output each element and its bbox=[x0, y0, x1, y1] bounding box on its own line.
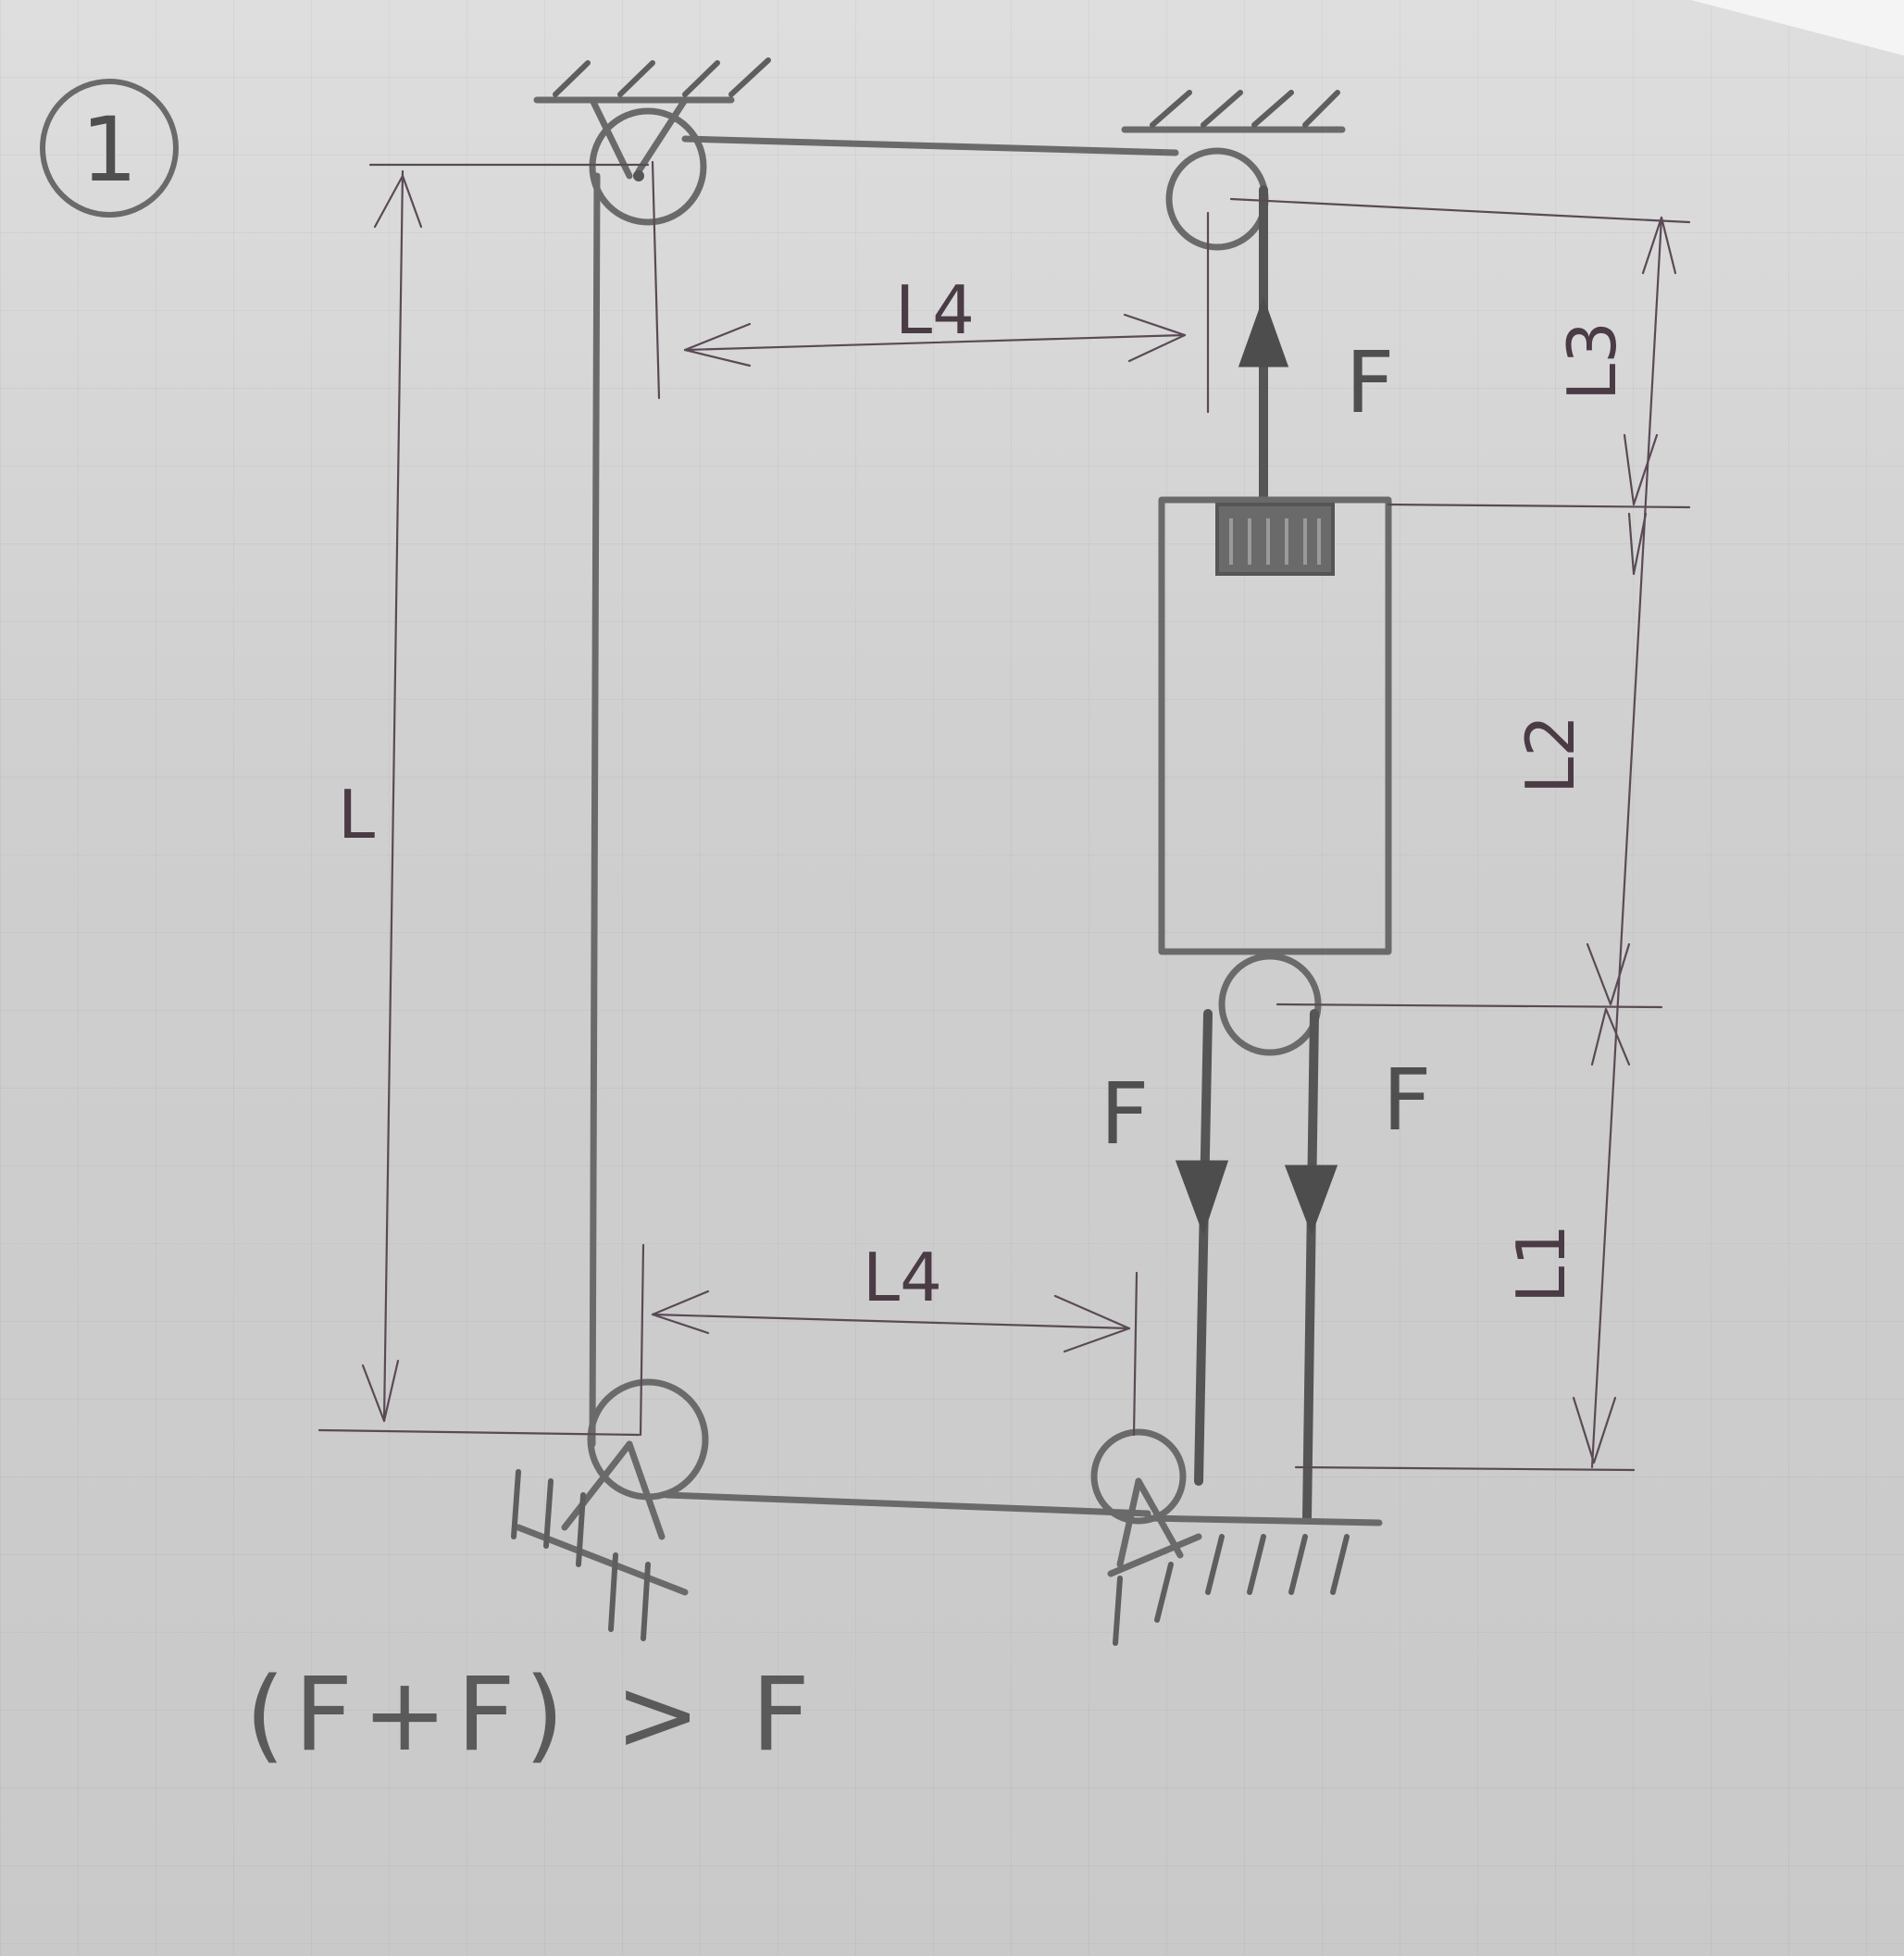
rope-down-right bbox=[1302, 1009, 1319, 1523]
top-left-pulley bbox=[589, 107, 707, 226]
top-left-pulley-hub bbox=[633, 170, 644, 181]
left-vertical-member bbox=[589, 172, 601, 1448]
top-link-bar bbox=[681, 135, 1179, 156]
label-force-down-left: F bbox=[1101, 1065, 1150, 1164]
label-l2: L2 bbox=[1512, 715, 1589, 794]
label-force-up: F bbox=[1346, 333, 1395, 432]
bottom-left-pulley bbox=[587, 1378, 709, 1501]
bottom-right-pulley bbox=[1090, 1428, 1187, 1525]
inequality-text: (F+F) > F bbox=[245, 1655, 819, 1774]
dimension-L4-bottom bbox=[639, 1243, 1139, 1437]
label-l4-top: L4 bbox=[895, 271, 975, 349]
force-arrow-up bbox=[1238, 296, 1289, 368]
label-l4-bottom: L4 bbox=[863, 1239, 942, 1316]
top-right-support bbox=[1121, 90, 1346, 133]
piston-head bbox=[1215, 503, 1335, 576]
figure-number: 1 bbox=[81, 98, 137, 202]
label-l1: L1 bbox=[1502, 1224, 1580, 1303]
label-force-down-right: F bbox=[1383, 1051, 1432, 1150]
dimension-L bbox=[317, 163, 650, 1437]
dimension-L4-top bbox=[651, 160, 1210, 414]
bottom-left-support bbox=[511, 1440, 689, 1641]
bottom-link-bar bbox=[663, 1491, 1151, 1517]
cylinder-block bbox=[1158, 496, 1392, 955]
label-l3: L3 bbox=[1553, 321, 1631, 401]
label-l-total: L bbox=[338, 776, 375, 853]
force-arrow-down-left bbox=[1175, 1160, 1229, 1236]
bottom-right-support bbox=[1107, 1477, 1383, 1646]
rope-down-left bbox=[1194, 1009, 1213, 1486]
piston-rings bbox=[1229, 518, 1321, 565]
figure-number-badge: 1 bbox=[40, 79, 179, 218]
force-arrow-down-right bbox=[1284, 1165, 1338, 1236]
dimension-right bbox=[1229, 197, 1691, 1472]
top-left-support bbox=[533, 57, 771, 180]
